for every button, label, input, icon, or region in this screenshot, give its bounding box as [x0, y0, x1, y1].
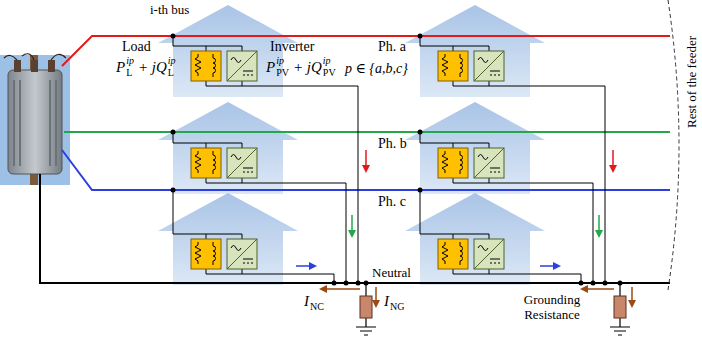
- arrow-head: [580, 285, 588, 293]
- neutral-current-arrow: [587, 288, 614, 290]
- inverter-power-formula: + jQ: [293, 60, 322, 75]
- bushing: [48, 60, 55, 72]
- inverter-power-formula: PV: [276, 68, 289, 78]
- ground-current-arrow: [375, 287, 377, 301]
- transformer-leads: [4, 54, 66, 60]
- transformer-tank: [8, 70, 62, 174]
- house: [158, 102, 298, 194]
- arrow-head: [319, 285, 327, 293]
- arrow-head: [553, 262, 561, 270]
- inverter-power-formula: PV: [323, 68, 336, 78]
- junction-dot: [344, 281, 349, 286]
- phase-c-current-arrow: [540, 265, 554, 267]
- phase-label: Ph. a: [378, 40, 406, 54]
- neutral-label: Neutral: [372, 266, 411, 279]
- phase-a-current-arrow: [612, 150, 614, 166]
- house: [405, 5, 545, 97]
- neutral-return: [242, 86, 358, 283]
- feeder-label: Rest of the feeder: [685, 36, 698, 128]
- arrow-head: [309, 262, 317, 270]
- phase-b-current-arrow: [351, 215, 353, 231]
- grounding-resistor: [614, 296, 626, 318]
- junction-dot: [171, 34, 176, 39]
- inverter-label: Inverter: [270, 40, 314, 54]
- ground-symbol: [610, 283, 630, 335]
- transformer-fins: [14, 80, 56, 166]
- grounding-resistor: [360, 296, 372, 318]
- load-power-formula: P: [116, 60, 125, 75]
- inverter-power-formula: P: [266, 60, 275, 75]
- arrow-head: [372, 300, 380, 308]
- phase-b-line: [64, 131, 670, 133]
- load-power-formula: ip: [168, 56, 176, 66]
- bushing: [31, 60, 38, 72]
- junction-dot: [171, 130, 176, 135]
- current-label: NC: [310, 302, 324, 312]
- arrow-head: [362, 165, 370, 173]
- sky-background: [0, 55, 70, 185]
- current-label: I: [304, 294, 309, 309]
- load-label: Load: [122, 40, 151, 54]
- arrow-head: [609, 165, 617, 173]
- junction-dot: [418, 130, 423, 135]
- resistance-label: Grounding Resistance: [518, 293, 586, 323]
- bus-label: i-th bus: [150, 3, 189, 16]
- neutral-current-arrow: [326, 288, 360, 290]
- inverter-power-formula: ip: [276, 56, 284, 66]
- ground-symbol: [356, 283, 376, 335]
- arrow-head: [595, 230, 603, 238]
- arrow-head: [348, 230, 356, 238]
- phase-a-current-arrow: [365, 150, 367, 166]
- ground-current-arrow: [631, 287, 633, 301]
- junction-dot: [171, 188, 176, 193]
- phase-b-current-arrow: [598, 215, 600, 231]
- junction-dot: [591, 281, 596, 286]
- current-label: I: [384, 294, 389, 309]
- house: [158, 193, 298, 285]
- house: [405, 102, 545, 194]
- current-label: NG: [390, 302, 404, 312]
- neutral-return: [489, 86, 605, 283]
- junction-dot: [332, 281, 337, 286]
- phase-c-current-arrow: [296, 265, 310, 267]
- phase-label: Ph. c: [378, 195, 406, 209]
- bushing: [14, 60, 21, 72]
- junction-dot: [579, 281, 584, 286]
- arrow-head: [628, 300, 636, 308]
- inverter-power-formula: ip: [323, 56, 331, 66]
- phase-label: Ph. b: [378, 137, 407, 151]
- junction-dot: [418, 34, 423, 39]
- service-drop: [173, 36, 420, 234]
- neutral-line: [40, 174, 670, 283]
- junction-dot: [418, 188, 423, 193]
- load-power-formula: L: [168, 68, 174, 78]
- phase-set-label: p ∈ {a,b,c}: [345, 62, 408, 76]
- load-power-formula: L: [126, 68, 132, 78]
- house: [405, 193, 545, 285]
- load-power-formula: + jQ: [138, 60, 167, 75]
- junction-dot: [356, 281, 361, 286]
- load-power-formula: ip: [126, 56, 134, 66]
- junction-dots: [171, 34, 623, 286]
- feeder-boundary: [668, 0, 679, 290]
- phase-c-line: [62, 150, 670, 190]
- junction-dot: [603, 281, 608, 286]
